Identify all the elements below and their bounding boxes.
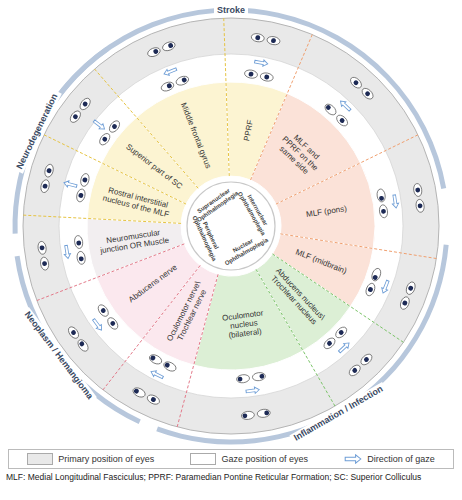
node-label: Inflammation / Infection — [290, 382, 388, 445]
node-label: Neuromuscular junction OR Muscle — [91, 226, 177, 257]
gaze-arrow — [391, 194, 399, 208]
abbreviation-note: MLF: Medial Longitudinal Fasciculus; PPR… — [6, 472, 456, 482]
category-arc — [156, 245, 448, 445]
eye-pair — [74, 235, 86, 265]
eye-pair — [160, 75, 190, 93]
legend-box: Primary position of eyes Gaze position of… — [8, 449, 454, 469]
eye-pair — [75, 173, 90, 203]
eye-pair — [413, 183, 425, 213]
lesion-site-sector: Superior part of SC — [124, 142, 184, 191]
node-label: Neurodegeneration — [13, 89, 62, 173]
lesion-site-sector: Abducens nerve — [127, 263, 179, 305]
node-label: Superior part of SC — [124, 142, 184, 191]
gaze-arrow — [338, 99, 352, 113]
legend-swatch — [27, 453, 53, 465]
node-label: Middle frontal gyrus — [178, 102, 212, 170]
lesion-site-sector: MLF (pons) — [306, 204, 348, 219]
node-label: Abducens nerve — [127, 263, 179, 305]
gaze-arrow — [254, 58, 268, 67]
eye-pair — [131, 386, 161, 406]
node-label: Peripheral Ophthalmoplegia — [189, 211, 224, 264]
gaze-arrow — [63, 180, 77, 189]
lesion-site-sector: Abducens nucleus\ Trochlear nucleus — [262, 260, 333, 334]
gaze-arrow — [150, 369, 165, 381]
ophthalmoplegia-type: Internuclear Ophthalmoplegia — [235, 186, 273, 238]
eye-pair — [236, 372, 266, 384]
lesion-site-sector: PPRF — [242, 119, 255, 142]
category-arc — [15, 256, 141, 424]
disease-category-band: Neoplasm / Hemangioma — [20, 308, 97, 405]
eye-pair — [251, 33, 281, 46]
sector-divider — [224, 18, 230, 176]
eye-pair — [40, 163, 55, 193]
gaze-arrow — [163, 66, 178, 77]
eye-pair — [241, 409, 271, 421]
lesion-site-sector: Oculomotor nucleus (bilateral) — [215, 308, 272, 342]
node-label: MLF and PPRF on the same side — [271, 125, 329, 182]
node-label: Stroke — [214, 5, 248, 16]
ophthalmoplegia-type: Peripheral Ophthalmoplegia — [189, 211, 224, 264]
legend-item: Gaze position of eyes — [190, 453, 308, 465]
legend-item: Direction of gaze — [344, 454, 435, 464]
gaze-ring — [59, 54, 403, 398]
legend-text: Primary position of eyes — [58, 454, 154, 464]
node-label: Oculomotor nerve\ Trochlear nerve — [163, 275, 213, 351]
eye-pair — [98, 119, 122, 147]
disease-category-band: Inflammation / Infection — [290, 382, 388, 445]
legend-text: Gaze position of eyes — [221, 454, 308, 464]
gaze-arrow — [337, 341, 351, 355]
eye-pair — [376, 188, 388, 218]
sector-divider — [95, 69, 199, 188]
lesion-site-sector: Middle frontal gyrus — [178, 102, 212, 170]
lesion-site-sector: Oculomotor nerve\ Trochlear nerve — [163, 275, 213, 351]
gaze-arrow — [91, 318, 104, 332]
gaze-arrow — [92, 118, 106, 131]
eye-pair — [146, 40, 176, 58]
eye-pair — [68, 96, 92, 124]
node-label: Nuclear Ophthalmoplegia — [218, 230, 270, 268]
footnote: MLF: Medial Longitudinal Fasciculus; PPR… — [6, 472, 456, 482]
primary-ring — [23, 18, 439, 434]
category-arc — [52, 8, 446, 189]
node-label: Abducens nucleus\ Trochlear nucleus — [262, 260, 333, 334]
lesion-site-sector: MLF and PPRF on the same side — [271, 125, 329, 182]
eye-pair — [347, 352, 374, 378]
gaze-arrow — [246, 387, 260, 395]
node-label: MLF (pons) — [306, 204, 348, 219]
lesion-site-sector: Rostral interstitial nucleus of the MLF — [98, 183, 176, 220]
eye-pair — [37, 241, 49, 271]
eye-pair — [244, 69, 274, 82]
eye-pair — [349, 75, 376, 101]
legend-text: Direction of gaze — [367, 454, 435, 464]
disease-category-band: Neurodegeneration — [13, 89, 62, 173]
ophthalmoplegia-type: Nuclear Ophthalmoplegia — [218, 230, 270, 268]
node-label: PPRF — [242, 119, 255, 142]
node-label: Internuclear Ophthalmoplegia — [235, 186, 273, 238]
node-label: Oculomotor nucleus (bilateral) — [215, 308, 272, 342]
center-disc — [187, 182, 275, 270]
node-label: MLF (midbrain) — [294, 247, 348, 275]
eye-pair — [66, 325, 90, 353]
legend-item: Primary position of eyes — [27, 453, 154, 465]
gaze-arrow — [380, 280, 391, 295]
lesion-site-sector: MLF (midbrain) — [294, 247, 348, 275]
eye-pair — [148, 353, 178, 373]
legend-swatch — [190, 453, 216, 465]
legend-arrow — [344, 454, 362, 464]
node-label: Rostral interstitial nucleus of the MLF — [98, 183, 176, 220]
category-arc — [12, 47, 108, 234]
eye-pair — [399, 281, 417, 311]
disease-category-band: Stroke — [214, 5, 248, 16]
lesion-site-sector: Neuromuscular junction OR Muscle — [91, 226, 177, 257]
gaze-arrow — [63, 245, 71, 259]
eye-pair — [364, 267, 382, 297]
node-label: Neoplasm / Hemangioma — [20, 308, 97, 405]
